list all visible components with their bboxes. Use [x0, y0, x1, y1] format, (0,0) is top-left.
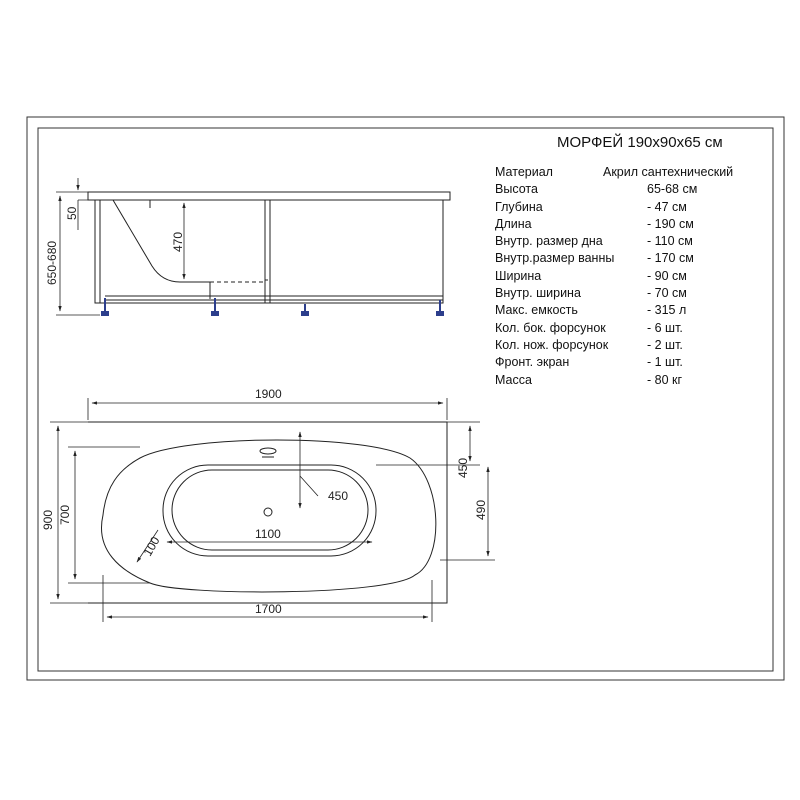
spec-label: Длина: [495, 216, 532, 231]
spec-value: - 190 см: [647, 216, 694, 231]
top-view-bottom-inner: [171, 469, 369, 551]
spec-label: Материал: [495, 165, 553, 179]
spec-label: Высота: [495, 182, 538, 197]
sheet-outer-frame: [26, 116, 785, 681]
spec-row: Внутр.размер ванны - 170 см: [495, 251, 775, 268]
side-view-rim: [87, 191, 451, 201]
side-view-feet: [101, 298, 444, 316]
spec-value: - 6 шт.: [647, 320, 683, 335]
dim-450-right: 450: [456, 458, 470, 478]
spec-row: Ширина - 90 см: [495, 269, 775, 286]
dim-1900: 1900: [255, 387, 282, 401]
spec-row: Высота 65-68 см: [495, 182, 775, 199]
side-view-dimensions: [56, 178, 186, 316]
side-view: [87, 191, 451, 304]
dim-100: 100: [140, 534, 162, 559]
dim-700: 700: [58, 505, 72, 525]
dim-650-680: 650-680: [45, 241, 59, 285]
spec-row: Внутр. ширина - 70 см: [495, 286, 775, 303]
spec-label: Кол. бок. форсунок: [495, 320, 606, 335]
spec-value: 65-68 см: [647, 182, 698, 197]
spec-value: - 170 см: [647, 251, 694, 266]
dim-50: 50: [65, 206, 79, 220]
spec-label: Масса: [495, 372, 532, 387]
spec-label: Глубина: [495, 199, 543, 214]
spec-table: МОРФЕЙ 190х90х65 см Материал Акрил сантех…: [495, 134, 775, 390]
spec-label: Макс. емкость: [495, 303, 578, 318]
dim-1700: 1700: [255, 602, 282, 616]
spec-row: Кол. нож. форсунок - 2 шт.: [495, 338, 775, 355]
top-view: [88, 421, 448, 604]
spec-row: Длина - 190 см: [495, 217, 775, 234]
dim-490: 490: [474, 500, 488, 520]
spec-row: Фронт. экран - 1 шт.: [495, 355, 775, 372]
spec-value: - 70 см: [647, 286, 687, 301]
spec-value: - 315 л: [647, 303, 687, 318]
product-title: МОРФЕЙ 190х90х65 см: [557, 134, 723, 151]
dim-450-radius: 450: [328, 489, 348, 503]
dim-1100: 1100: [255, 527, 281, 541]
spec-row: Глубина - 47 см: [495, 200, 775, 217]
spec-value: Акрил сантехнический: [603, 165, 734, 179]
spec-row: Макс. емкость - 315 л: [495, 303, 775, 320]
side-view-body: [94, 199, 444, 304]
spec-value: - 1 шт.: [647, 355, 683, 370]
sheet-inner-frame: [37, 127, 774, 672]
top-view-inner-shape: [101, 439, 437, 593]
spec-value: - 47 см: [647, 199, 687, 214]
spec-label: Внутр. ширина: [495, 286, 581, 301]
spec-value: - 90 см: [647, 268, 687, 283]
drain-circle: [263, 507, 273, 517]
top-view-dimensions: [50, 398, 495, 622]
spec-label: Кол. нож. форсунок: [495, 337, 609, 352]
top-view-bottom-shape: [162, 464, 377, 557]
side-view-inner-profile: [112, 199, 211, 299]
spec-row: Внутр. размер дна - 110 см: [495, 234, 775, 251]
spec-row: Материал Акрил сантехнический: [495, 165, 775, 182]
spec-value: - 2 шт.: [647, 337, 683, 352]
top-view-outline: [88, 421, 448, 604]
spec-label: Фронт. экран: [495, 355, 570, 370]
spec-row: Кол. бок. форсунок - 6 шт.: [495, 321, 775, 338]
spec-row: Масса - 80 кг: [495, 373, 775, 390]
dim-470: 470: [171, 232, 185, 252]
spec-value: - 80 кг: [647, 372, 683, 387]
overflow: [259, 447, 277, 455]
spec-value: - 110 см: [647, 234, 693, 249]
spec-label: Ширина: [495, 268, 542, 283]
dim-900: 900: [41, 510, 55, 530]
spec-label: Внутр.размер ванны: [495, 251, 615, 266]
spec-label: Внутр. размер дна: [495, 234, 603, 249]
